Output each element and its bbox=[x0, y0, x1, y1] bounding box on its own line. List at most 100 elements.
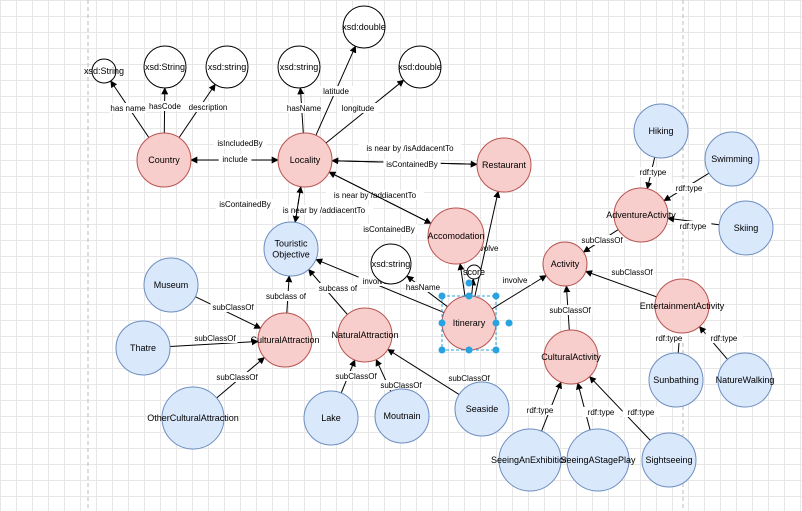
edge-line[interactable] bbox=[294, 186, 304, 223]
node-activity[interactable]: Activity bbox=[542, 241, 588, 287]
selection-handle[interactable] bbox=[492, 319, 500, 327]
node-circle[interactable] bbox=[136, 132, 192, 188]
node-lit_loc_name[interactable]: xsd:string bbox=[277, 45, 321, 89]
node-accomodation[interactable]: Accomodation bbox=[427, 207, 485, 265]
node-lit_country_code[interactable]: xsd:String bbox=[143, 45, 187, 89]
node-circle[interactable] bbox=[542, 241, 588, 287]
node-circle[interactable] bbox=[143, 45, 187, 89]
node-country[interactable]: Country bbox=[136, 132, 192, 188]
edge-cultural_activity-to-activity[interactable]: subClassOf bbox=[547, 285, 593, 331]
edge-itinerary-to-lit_itin_name[interactable]: hasName bbox=[406, 275, 448, 308]
selection-handle[interactable] bbox=[438, 346, 446, 354]
edge-cultural_attraction-to-touristic_objective[interactable]: subclass of bbox=[261, 275, 311, 314]
node-entertainment_activity[interactable]: EntertainmentActivity bbox=[640, 278, 725, 334]
node-lit_loc_lon[interactable]: xsd:double bbox=[398, 45, 442, 89]
node-itinerary[interactable]: Itinerary bbox=[441, 295, 497, 351]
selection-handle[interactable] bbox=[492, 292, 500, 300]
edge-skiing-to-adventure_activity[interactable]: rdf:type bbox=[667, 215, 720, 231]
connection-handle[interactable] bbox=[505, 319, 513, 327]
selection-handle[interactable] bbox=[438, 319, 446, 327]
edge-line[interactable] bbox=[387, 348, 460, 396]
node-hiking[interactable]: Hiking bbox=[633, 103, 689, 159]
node-circle[interactable] bbox=[427, 207, 485, 265]
node-lake[interactable]: Lake bbox=[303, 390, 359, 446]
node-circle[interactable] bbox=[543, 329, 599, 385]
selection-handle[interactable] bbox=[438, 292, 446, 300]
node-museum[interactable]: Museum bbox=[143, 257, 199, 313]
node-circle[interactable] bbox=[654, 278, 710, 334]
edge-country-to-lit_country_code[interactable]: hasCode bbox=[148, 87, 182, 134]
selection-handle[interactable] bbox=[492, 346, 500, 354]
node-restaurant[interactable]: Restaurant bbox=[476, 137, 532, 193]
node-circle[interactable] bbox=[115, 320, 171, 376]
node-seaside[interactable]: Seaside bbox=[454, 381, 510, 437]
edge-itinerary-to-activity[interactable]: involve bbox=[491, 275, 547, 310]
node-circle[interactable] bbox=[704, 131, 760, 187]
edge-line[interactable] bbox=[328, 171, 432, 224]
node-cultural_activity[interactable]: CulturalActivity bbox=[541, 329, 601, 385]
edge-line[interactable] bbox=[576, 382, 591, 431]
node-circle[interactable] bbox=[613, 187, 669, 243]
edge-sightseeing-to-cultural_activity[interactable]: rdf:type bbox=[589, 376, 660, 441]
node-circle[interactable] bbox=[91, 58, 117, 84]
node-nature_walking[interactable]: NatureWalking bbox=[716, 352, 775, 408]
node-lit_country_name[interactable]: xsd:String bbox=[84, 58, 124, 84]
edge-country-to-lit_country_name[interactable]: has name bbox=[109, 80, 150, 138]
node-circle[interactable] bbox=[498, 428, 562, 492]
node-adventure_activity[interactable]: AdventureActivity bbox=[606, 187, 676, 243]
node-natural_attraction[interactable]: NaturalAttraction bbox=[331, 307, 399, 363]
edge-itinerary-to-lit_itin_score[interactable] bbox=[469, 278, 477, 297]
node-circle[interactable] bbox=[143, 257, 199, 313]
edge-moutnain-to-natural_attraction[interactable]: subClassOf bbox=[375, 358, 424, 392]
edge-line[interactable] bbox=[169, 338, 259, 347]
node-sightseeing[interactable]: Sightseeing bbox=[641, 432, 697, 488]
edge-locality-to-lit_loc_lon[interactable]: longitude bbox=[325, 79, 405, 144]
edge-sunbathing-to-entertainment_activity[interactable]: rdf:type bbox=[650, 332, 688, 354]
node-seeing_stage_play[interactable]: SeeingAStagePlay bbox=[560, 428, 636, 492]
edge-nature_walking-to-entertainment_activity[interactable]: rdf:type bbox=[699, 326, 743, 360]
node-circle[interactable] bbox=[303, 390, 359, 446]
edge-touristic_objective-to-locality[interactable]: isContainedBy bbox=[216, 186, 304, 223]
edge-line[interactable] bbox=[585, 270, 657, 298]
node-skiing[interactable]: Skiing bbox=[718, 200, 774, 256]
connection-handle[interactable] bbox=[465, 279, 473, 287]
node-circle[interactable] bbox=[374, 388, 430, 444]
edge-line[interactable] bbox=[491, 275, 547, 310]
node-cultural_attraction[interactable]: CulturalAttraction bbox=[250, 312, 320, 368]
node-circle[interactable] bbox=[161, 386, 225, 450]
edge-adventure_activity-to-activity[interactable]: subClassOf bbox=[579, 229, 625, 253]
node-circle[interactable] bbox=[641, 432, 697, 488]
node-sunbathing[interactable]: Sunbathing bbox=[648, 352, 704, 408]
edge-seeing_exhibition-to-cultural_activity[interactable]: rdf:type bbox=[521, 381, 562, 432]
node-lit_country_desc[interactable]: xsd:string bbox=[205, 45, 249, 89]
node-lit_loc_lat[interactable]: xsd:double bbox=[342, 5, 386, 49]
edge-seaside-to-natural_attraction[interactable]: subClassOf bbox=[387, 348, 492, 396]
node-moutnain[interactable]: Moutnain bbox=[374, 388, 430, 444]
selection-handle[interactable] bbox=[465, 346, 473, 354]
node-circle[interactable] bbox=[263, 221, 319, 277]
node-thatre[interactable]: Thatre bbox=[115, 320, 171, 376]
edge-thatre-to-cultural_attraction[interactable]: subClassOf bbox=[169, 333, 259, 347]
edge-other_cultural-to-cultural_attraction[interactable]: subClassOf bbox=[214, 357, 265, 399]
edge-country-to-locality[interactable]: include bbox=[191, 154, 279, 164]
edge-line[interactable] bbox=[474, 190, 501, 297]
node-circle[interactable] bbox=[205, 45, 249, 89]
edge-line[interactable] bbox=[195, 296, 262, 329]
edge-itinerary-to-restaurant[interactable] bbox=[474, 190, 501, 297]
selection-handle[interactable] bbox=[465, 292, 473, 300]
edge-lake-to-natural_attraction[interactable]: subClassOf bbox=[333, 359, 379, 394]
edge-natural_attraction-to-touristic_objective[interactable]: subcass of bbox=[308, 268, 361, 315]
node-circle[interactable] bbox=[718, 200, 774, 256]
edge-swimming-to-adventure_activity[interactable]: rdf:type bbox=[663, 172, 710, 202]
node-circle[interactable] bbox=[633, 103, 689, 159]
node-circle[interactable] bbox=[277, 45, 321, 89]
edge-museum-to-cultural_attraction[interactable]: subClassOf bbox=[195, 296, 262, 329]
node-circle[interactable] bbox=[257, 312, 313, 368]
edge-restaurant-to-locality[interactable]: isContainedBy bbox=[331, 157, 478, 169]
node-circle[interactable] bbox=[717, 352, 773, 408]
node-circle[interactable] bbox=[566, 428, 630, 492]
node-circle[interactable] bbox=[466, 264, 482, 280]
edge-entertainment_activity-to-activity[interactable]: subClassOf bbox=[585, 267, 657, 298]
node-locality[interactable]: Locality bbox=[277, 132, 333, 188]
